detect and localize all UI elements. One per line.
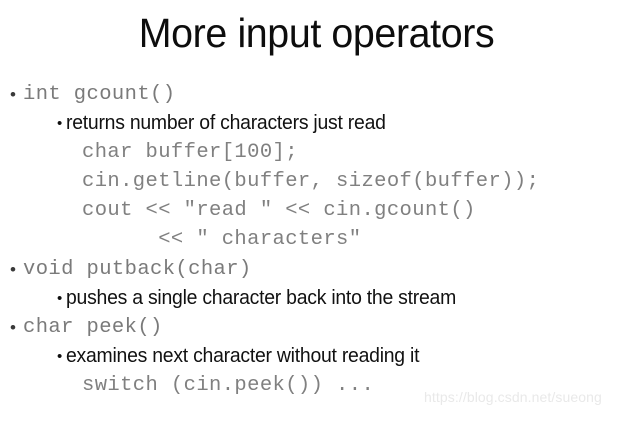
bullet-text: void putback(char) xyxy=(23,258,252,281)
code-line: char buffer[100]; xyxy=(0,138,633,167)
watermark: https://blog.csdn.net/sueong xyxy=(424,389,602,405)
bullet-icon: • xyxy=(57,115,63,132)
bullet-icon: • xyxy=(57,348,63,365)
bullet-text: pushes a single character back into the … xyxy=(66,287,457,309)
code-line: << " characters" xyxy=(0,225,633,254)
bullet-text: examines next character without reading … xyxy=(66,345,420,367)
bullet-text: char peek() xyxy=(23,316,163,339)
bullet-line: • int gcount() xyxy=(0,80,633,109)
slide-title: More input operators xyxy=(138,10,495,56)
code-text: cin.getline(buffer, sizeof(buffer)); xyxy=(82,170,540,193)
bullet-icon: • xyxy=(10,85,16,104)
bullet-text: returns number of characters just read xyxy=(66,112,386,134)
code-line: cout << "read " << cin.gcount() xyxy=(0,196,633,225)
bullet-line: •returns number of characters just read xyxy=(0,109,633,138)
bullet-icon: • xyxy=(10,260,16,279)
code-text: char buffer[100]; xyxy=(82,141,298,164)
code-text: switch (cin.peek()) ... xyxy=(82,374,375,397)
bullet-icon: • xyxy=(10,318,16,337)
slide-body: •int gcount() •returns number of charact… xyxy=(0,80,633,400)
bullet-line: •pushes a single character back into the… xyxy=(0,284,633,313)
bullet-line: • void putback(char) xyxy=(0,255,633,284)
bullet-text: int gcount() xyxy=(23,83,176,106)
code-line: switch (cin.peek()) ... xyxy=(0,371,633,400)
bullet-line: • char peek() xyxy=(0,313,633,342)
bullet-icon: • xyxy=(57,290,63,307)
code-text: cout << "read " << cin.gcount() xyxy=(82,199,476,222)
code-line: cin.getline(buffer, sizeof(buffer)); xyxy=(0,167,633,196)
code-text: << " characters" xyxy=(82,228,362,251)
bullet-line: •examines next character without reading… xyxy=(0,342,633,371)
